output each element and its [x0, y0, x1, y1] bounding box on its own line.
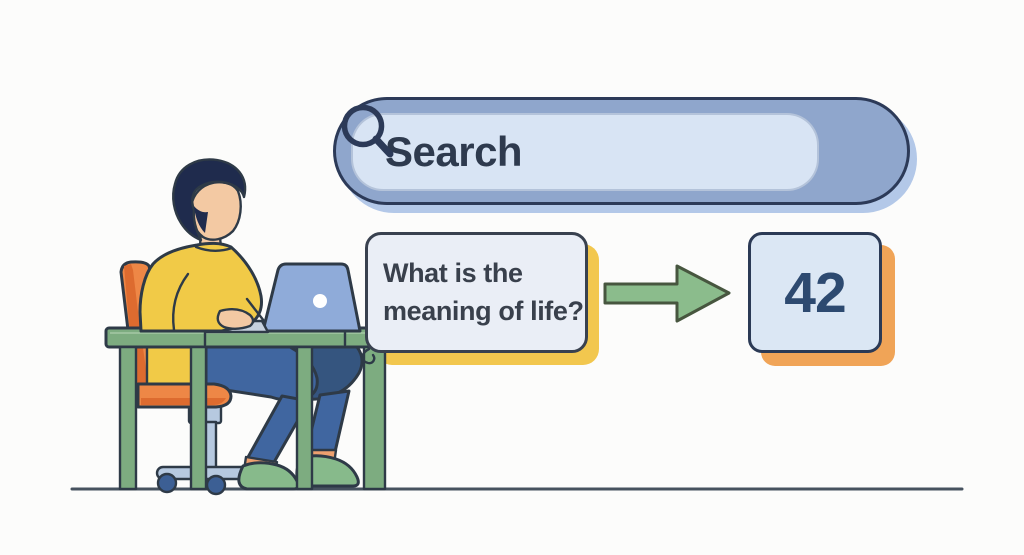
search-bar[interactable]: Search — [333, 97, 910, 205]
answer-card: 42 — [748, 232, 882, 353]
laptop-screen — [261, 262, 362, 333]
hand — [216, 308, 255, 330]
desk-leg — [362, 345, 387, 491]
hair — [172, 158, 247, 242]
chair-wheel — [205, 474, 227, 496]
search-icon[interactable] — [336, 100, 398, 164]
chair-seat-shade — [141, 398, 226, 405]
desk-leg — [189, 345, 208, 491]
question-card: What is the meaning of life? — [365, 232, 588, 353]
laptop-logo — [313, 294, 327, 308]
sleeve-line — [245, 297, 266, 323]
desk-leg — [295, 345, 314, 491]
hair-sideburn — [194, 206, 208, 233]
left-shoe — [237, 461, 300, 491]
question-text-line1: What is the — [383, 258, 523, 288]
search-placeholder-text: Search — [385, 128, 523, 175]
question-text-line2: meaning of life? — [383, 296, 584, 326]
magnifier-lens — [341, 104, 385, 148]
magnifier-handle — [372, 135, 394, 158]
desk-hook — [361, 347, 376, 365]
chair-wheel — [156, 472, 178, 494]
collar-line — [194, 245, 234, 252]
person-upper-body — [138, 158, 266, 333]
search-input[interactable]: Search — [351, 113, 819, 191]
desk — [104, 326, 402, 491]
desk-leg — [118, 345, 138, 491]
answer-text: 42 — [784, 260, 846, 325]
right-arrow-icon — [603, 264, 731, 323]
arm-contour — [172, 272, 190, 332]
